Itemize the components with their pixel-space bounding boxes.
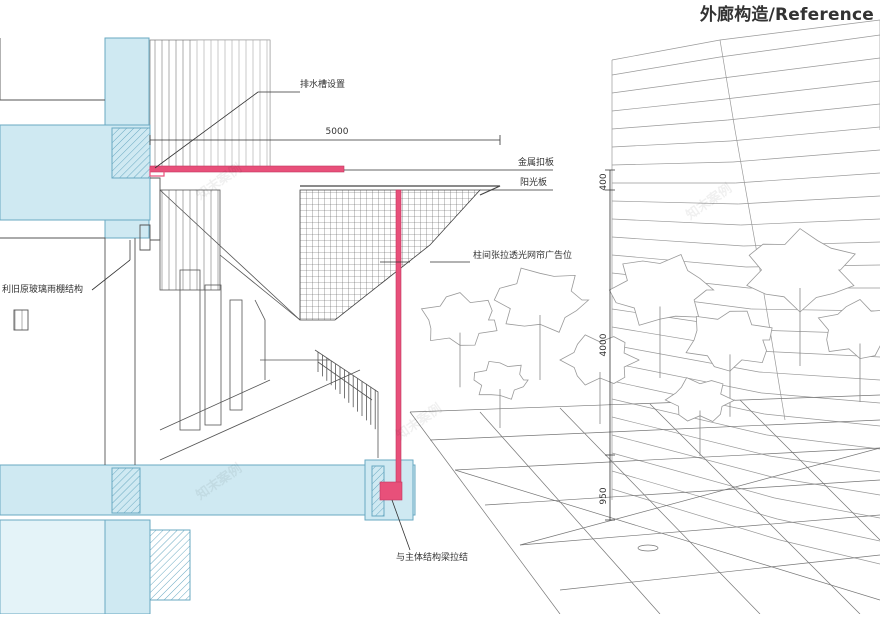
label-mesh-ad: 柱间张拉透光网帘广告位: [473, 249, 572, 261]
dim-4000: 4000: [599, 333, 609, 356]
label-metal-cap: 金属扣板: [518, 156, 554, 168]
label-span: 5000: [326, 127, 349, 137]
dim-400: 400: [599, 173, 609, 190]
pink-metal-cap: [150, 166, 344, 172]
dim-950: 950: [599, 487, 609, 504]
railing: [315, 350, 378, 458]
tree-canopies: [422, 229, 880, 456]
label-glass-canopy: 利旧原玻璃雨棚结构: [2, 283, 83, 295]
label-sunlight-panel: 阳光板: [520, 176, 547, 188]
label-drain: 排水槽设置: [300, 78, 345, 90]
label-beam-tie: 与主体结构梁拉结: [396, 551, 468, 563]
upper-facade: [150, 40, 270, 168]
page-title: 外廊构造/Reference: [700, 0, 874, 25]
watermark-2: 知末案例: [683, 180, 735, 223]
